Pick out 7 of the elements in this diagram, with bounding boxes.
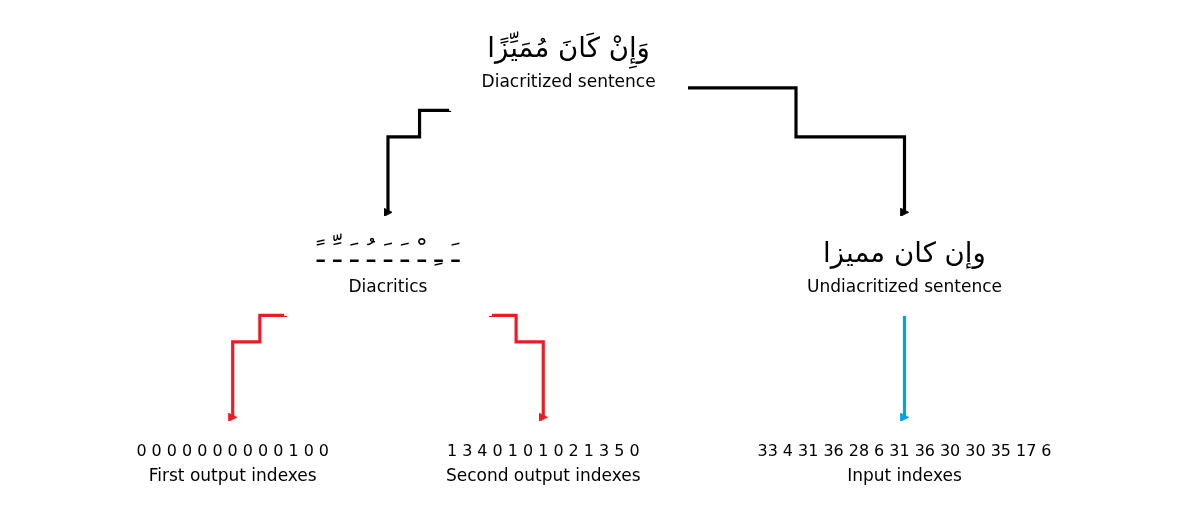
arrow [687, 86, 909, 217]
node-text: 1 3 4 0 1 0 1 0 2 1 3 5 0 Second output indexes [445, 440, 641, 486]
arrow [382, 108, 451, 217]
node-text: 0 0 0 0 0 0 0 0 0 0 1 0 0 First output indexes [135, 440, 329, 486]
arrow [227, 313, 287, 423]
node-text: 33 4 31 36 28 6 31 36 30 30 35 17 6 Input indexes [757, 440, 1052, 486]
arrow [488, 313, 548, 423]
